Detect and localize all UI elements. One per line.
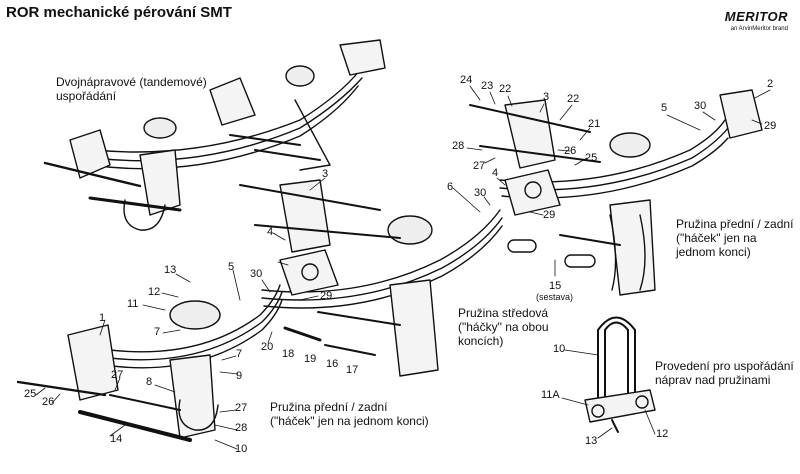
front-spring-assembly [16, 284, 376, 442]
part-number: 18 [282, 348, 295, 360]
tandem-assembly [43, 39, 386, 231]
part-number: 19 [304, 353, 317, 365]
part-number: 11 [127, 298, 139, 310]
part-number: 27 [235, 402, 248, 414]
part-number: 24 [460, 74, 473, 86]
part-number: 16 [326, 358, 339, 370]
leader-lines [35, 85, 771, 450]
part-number: 29 [543, 209, 556, 221]
part-number: 27 [473, 160, 486, 172]
brand-tagline: an ArvinMeritor brand [730, 26, 788, 33]
right-spring-assembly [469, 89, 763, 296]
part-number: 13 [164, 264, 177, 276]
part-number: 29 [764, 120, 777, 132]
part-number: 30 [694, 100, 707, 112]
part-number: 5 [661, 102, 668, 114]
caption-right-spring: Pružina přední / zadní ("háček" jen na j… [676, 217, 794, 259]
part-number: 27 [111, 369, 124, 381]
part-number: 30 [250, 268, 263, 280]
part-number: 10 [235, 443, 248, 455]
part-number: 7 [154, 326, 161, 338]
part-number: 25 [585, 152, 598, 164]
part-number: 4 [492, 167, 499, 179]
caption-middle-spring: Pružina středová ("háčky" na obou koncíc… [458, 306, 549, 348]
part-number: 26 [564, 145, 577, 157]
part-number: 11A [541, 389, 560, 401]
caption-front-spring: Pružina přední / zadní ("háček" jen na j… [270, 400, 429, 428]
part-number: 25 [24, 388, 37, 400]
brand-logo: MERITOR an ArvinMeritor brand [725, 8, 788, 33]
part-number: 6 [447, 181, 454, 193]
part-number: 5 [228, 261, 235, 273]
part-number: 1 [99, 312, 106, 324]
part-number: 22 [499, 83, 512, 95]
part-number: 28 [235, 422, 248, 434]
part-number: 30 [474, 187, 487, 199]
part-number: 28 [452, 140, 465, 152]
part-number: 3 [543, 91, 550, 103]
part-number: 12 [656, 428, 669, 440]
part-number: 4 [267, 226, 274, 238]
part-number: 15 [549, 280, 562, 292]
part-number: 10 [553, 343, 566, 355]
part-number: 26 [42, 396, 55, 408]
part-number: 9 [236, 370, 243, 382]
part-number: 2 [767, 78, 774, 90]
part-number: 29 [320, 290, 333, 302]
brand-name: MERITOR [724, 9, 788, 24]
part-number: 12 [148, 286, 161, 298]
caption-assembly: (sestava) [536, 292, 574, 302]
overspring-detail [584, 316, 656, 433]
middle-spring-assembly [239, 179, 503, 377]
part-number: 14 [110, 433, 123, 445]
caption-overspring: Provedení pro uspořádání náprav nad pruž… [655, 359, 794, 387]
part-number: 22 [567, 93, 580, 105]
page-title: ROR mechanické pérování SMT [6, 4, 232, 21]
part-number: 13 [585, 435, 598, 447]
part-number: 17 [346, 364, 359, 376]
part-number: 21 [588, 118, 601, 130]
part-number: 23 [481, 80, 494, 92]
part-number: 7 [236, 348, 243, 360]
part-number: 20 [261, 341, 274, 353]
caption-tandem: Dvojnápravové (tandemové) uspořádání [56, 75, 207, 103]
part-number: 8 [146, 376, 153, 388]
part-number: 3 [322, 168, 329, 180]
